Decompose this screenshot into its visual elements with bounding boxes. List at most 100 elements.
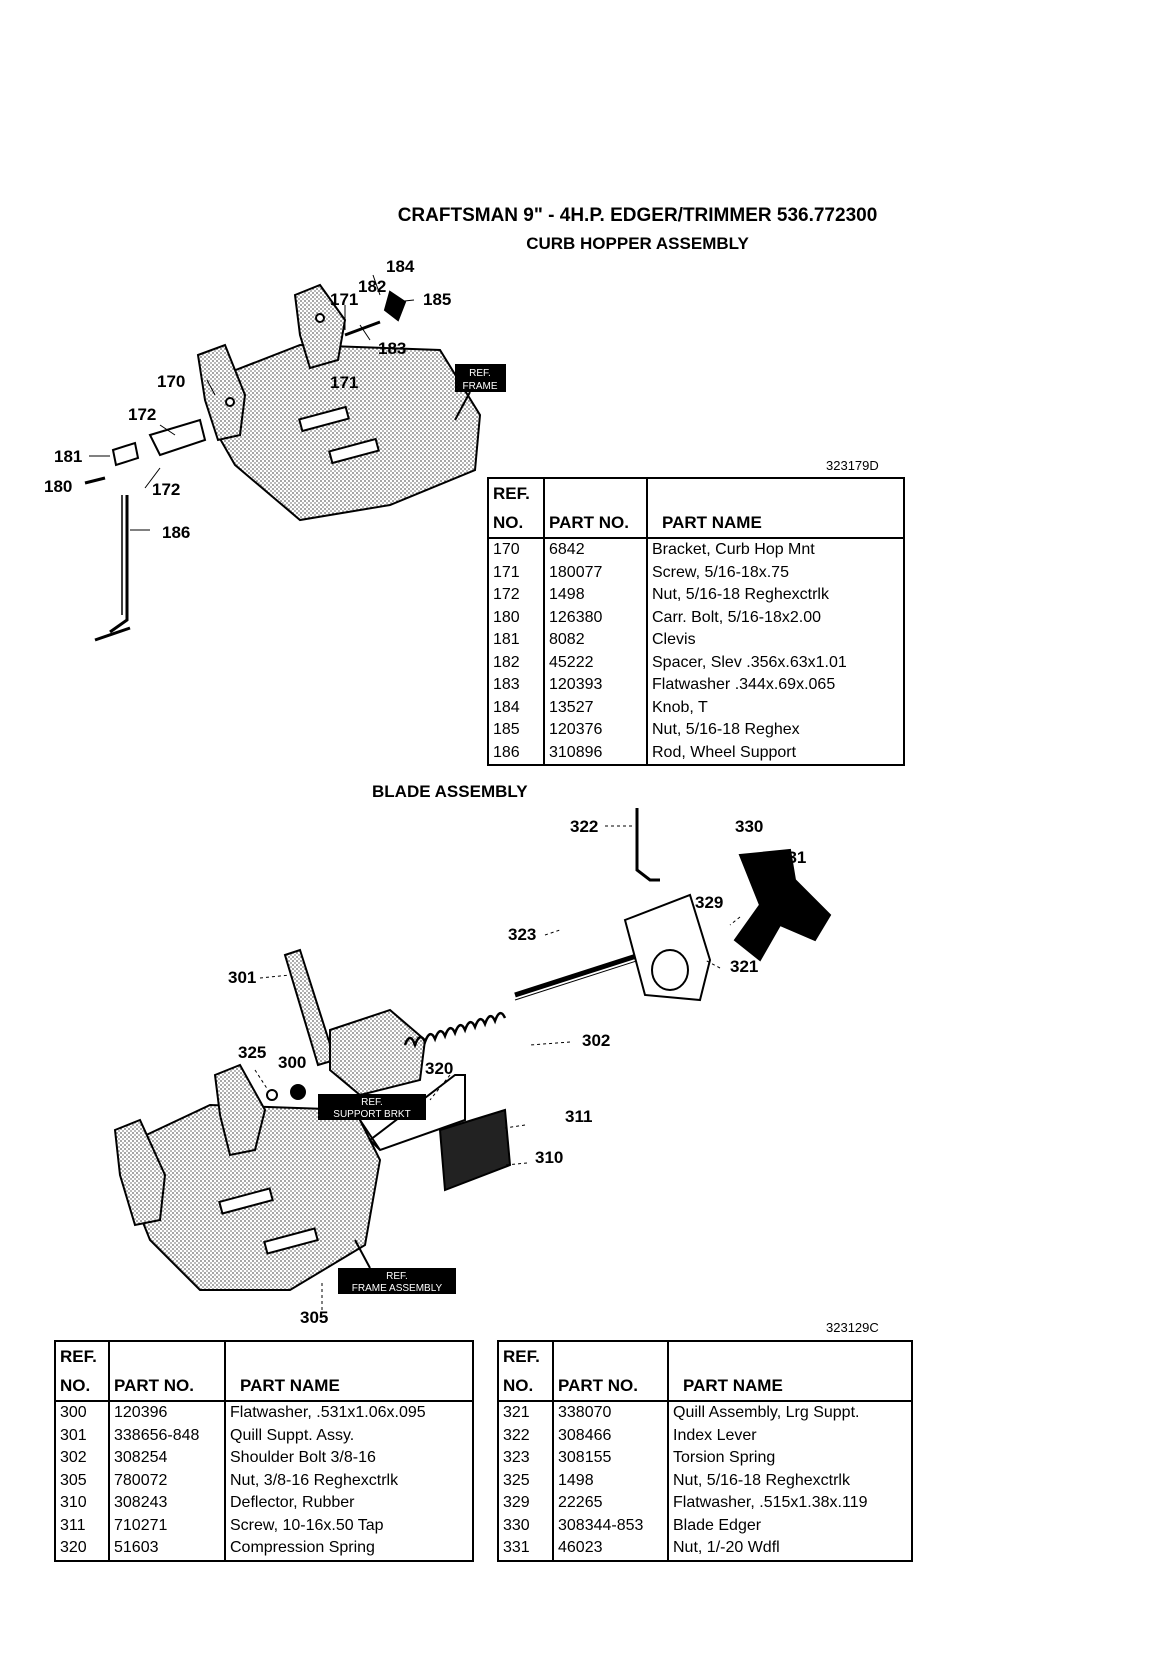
svg-text:REF.: REF. (386, 1271, 408, 1282)
ref-no-cell: 170 (487, 538, 545, 562)
ref-no-cell: 184 (487, 696, 545, 719)
callout-330: 330 (735, 817, 763, 836)
part-name-cell: Torsion Spring (667, 1447, 913, 1470)
svg-text:FRAME ASSEMBLY: FRAME ASSEMBLY (352, 1283, 443, 1294)
part-no-cell: 1498 (552, 1469, 669, 1492)
callout-172b: 172 (152, 480, 180, 499)
callout-305: 305 (300, 1308, 328, 1327)
quill-assembly (623, 893, 712, 1002)
part-name-cell: Shoulder Bolt 3/8-16 (224, 1447, 474, 1470)
callout-321: 321 (730, 957, 758, 976)
part-name-cell: Flatwasher, .515x1.38x.119 (667, 1492, 913, 1515)
part-no-header: PART NO. (543, 509, 648, 539)
ref-frame-box: REF. FRAME (454, 364, 506, 421)
ref-no-cell: 323 (497, 1447, 554, 1470)
part-name-cell: Knob, T (646, 696, 905, 719)
callout-320: 320 (425, 1059, 453, 1078)
curb-right-plate (293, 283, 347, 370)
ref-no-cell: 302 (54, 1447, 110, 1470)
ref-no-cell: 186 (487, 741, 545, 765)
callout-171: 171 (330, 290, 358, 309)
callout-171b: 171 (330, 373, 358, 392)
part-no-cell: 13527 (543, 696, 648, 719)
part-name-cell: Screw, 10-16x.50 Tap (224, 1514, 474, 1537)
part-name-cell: Bracket, Curb Hop Mnt (646, 538, 905, 562)
blade-callouts: 322 330 331 329 323 321 301 302 325 300 … (228, 817, 806, 1327)
knob-184-shape (383, 290, 407, 322)
callout-172: 172 (128, 405, 156, 424)
ref-header-2: NO. (54, 1372, 110, 1402)
part-name-cell: Quill Assembly, Lrg Suppt. (667, 1401, 913, 1425)
blade-edger (733, 848, 832, 962)
part-no-header: PART NO. (108, 1372, 226, 1402)
ref-no-cell: 305 (54, 1469, 110, 1492)
callout-185: 185 (423, 290, 451, 309)
part-no-cell: 308254 (108, 1447, 226, 1470)
part-name-cell: Spacer, Slev .356x.63x1.01 (646, 651, 905, 674)
part-name-cell: Nut, 5/16-18 Reghex (646, 719, 905, 742)
part-name-header: PART NAME (646, 509, 905, 539)
part-name-cell: Flatwasher .344x.69x.065 (646, 674, 905, 697)
part-name-cell: Nut, 3/8-16 Reghexctrlk (224, 1469, 474, 1492)
part-no-cell: 1498 (543, 584, 648, 607)
callout-182: 182 (358, 277, 386, 296)
deflector (438, 1108, 512, 1192)
callout-180: 180 (44, 477, 72, 496)
ref-no-cell: 181 (487, 629, 545, 652)
callout-301: 301 (228, 968, 256, 987)
callout-323: 323 (508, 925, 536, 944)
part-no-cell: 120393 (543, 674, 648, 697)
index-lever (635, 808, 660, 882)
page-title: CRAFTSMAN 9" - 4H.P. EDGER/TRIMMER 536.7… (397, 205, 878, 226)
blade-diagram-code: 323129C (826, 1320, 879, 1335)
ref-header-2: NO. (487, 509, 545, 539)
part-no-cell: 45222 (543, 651, 648, 674)
ref-frame-assembly-box: REF. FRAME ASSEMBLY (338, 1239, 456, 1294)
ref-no-cell: 325 (497, 1469, 554, 1492)
curb-left-plate (196, 343, 247, 442)
ref-no-cell: 320 (54, 1537, 110, 1561)
ref-header-2: NO. (497, 1372, 554, 1402)
svg-text:REF.: REF. (469, 368, 491, 379)
curb-hopper-title: CURB HOPPER ASSEMBLY (526, 234, 749, 253)
callout-310: 310 (535, 1148, 563, 1167)
quill-support (283, 948, 337, 1067)
ref-no-cell: 171 (487, 561, 545, 584)
part-no-cell: 180077 (543, 561, 648, 584)
callout-186: 186 (162, 523, 190, 542)
ref-no-cell: 172 (487, 584, 545, 607)
part-name-cell: Carr. Bolt, 5/16-18x2.00 (646, 606, 905, 629)
callout-302: 302 (582, 1031, 610, 1050)
curb-callouts: 184 182 171 185 183 171 170 172 181 180 … (44, 257, 451, 542)
ref-no-cell: 301 (54, 1424, 110, 1447)
part-no-cell: 8082 (543, 629, 648, 652)
ref-header-1: REF. (487, 478, 545, 509)
part-no-cell: 310896 (543, 741, 648, 765)
part-no-cell: 6842 (543, 538, 648, 562)
part-no-cell: 120396 (108, 1401, 226, 1425)
callout-184: 184 (386, 257, 415, 276)
ref-no-cell: 311 (54, 1514, 110, 1537)
ref-no-cell: 300 (54, 1401, 110, 1425)
part-no-cell: 126380 (543, 606, 648, 629)
compression-spring (403, 1012, 507, 1049)
part-no-cell: 780072 (108, 1469, 226, 1492)
part-no-cell: 51603 (108, 1537, 226, 1561)
part-name-cell: Deflector, Rubber (224, 1492, 474, 1515)
